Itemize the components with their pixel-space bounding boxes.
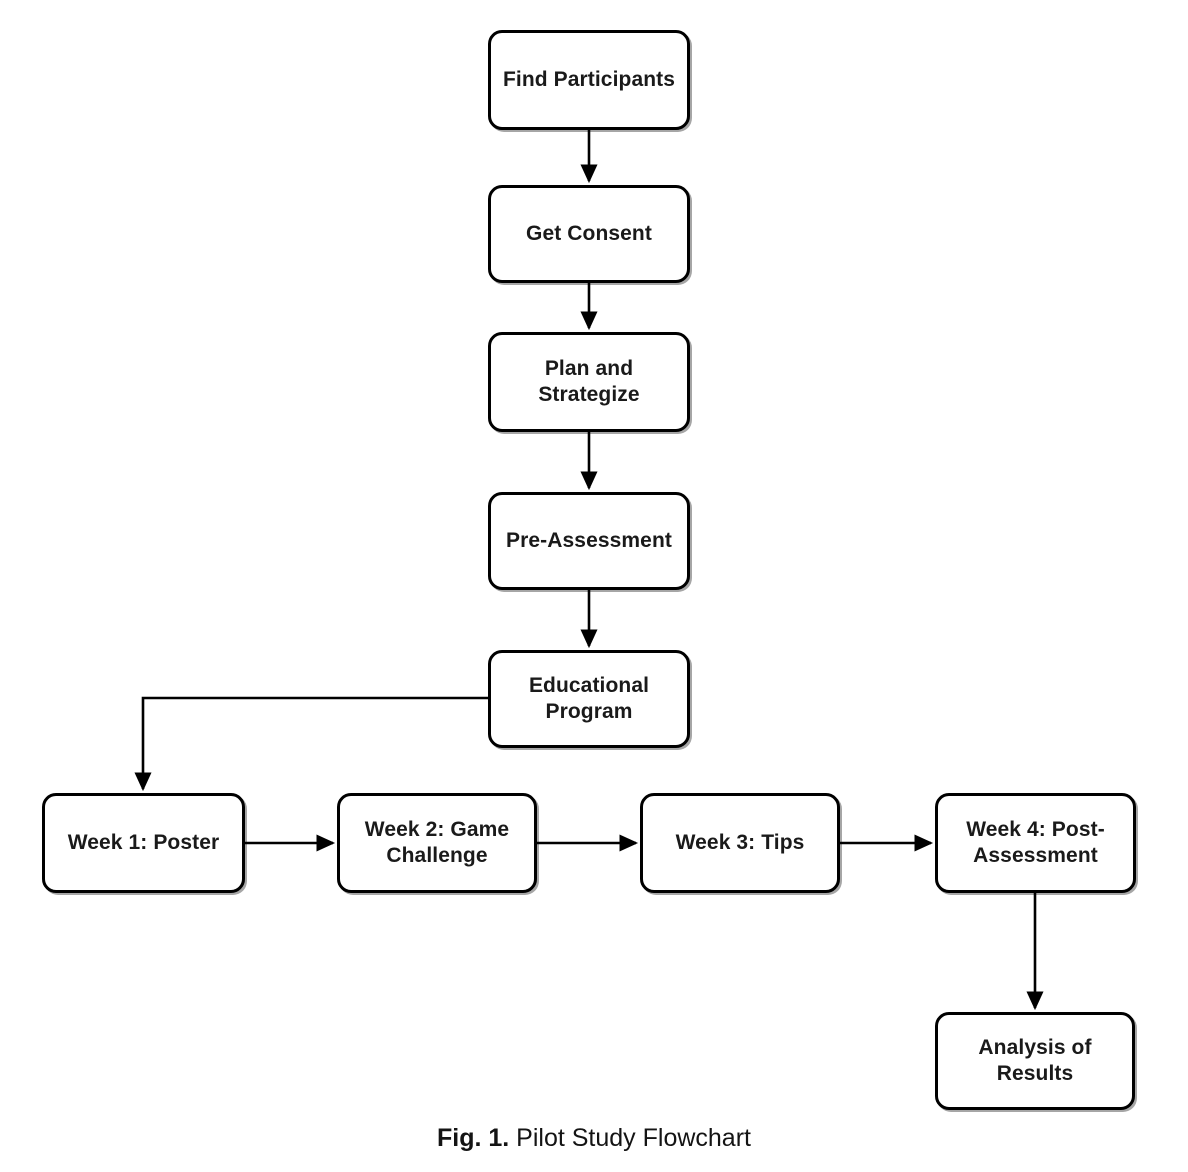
node-get-consent[interactable]: Get Consent: [488, 185, 690, 283]
node-label: Week 1: Poster: [67, 830, 220, 854]
node-week-2-game-challenge[interactable]: Week 2: Game Challenge: [337, 793, 537, 893]
node-week-4-post-assessment[interactable]: Week 4: Post- Assessment: [935, 793, 1136, 893]
edge-educational-program-to-week1: [134, 696, 488, 792]
node-label: Analysis of Results: [978, 1035, 1092, 1085]
node-label: Week 2: Game Challenge: [364, 817, 510, 867]
node-label: Get Consent: [526, 221, 652, 245]
node-label: Educational Program: [528, 673, 650, 723]
node-label: Pre-Assessment: [506, 528, 672, 552]
node-educational-program[interactable]: Educational Program: [488, 650, 690, 748]
node-label: Week 3: Tips: [675, 830, 805, 854]
node-week-3-tips[interactable]: Week 3: Tips: [640, 793, 840, 893]
node-analysis-of-results[interactable]: Analysis of Results: [935, 1012, 1135, 1110]
node-plan-and-strategize[interactable]: Plan and Strategize: [488, 332, 690, 432]
node-find-participants[interactable]: Find Participants: [488, 30, 690, 130]
figure-caption-prefix: Fig. 1.: [436, 1124, 510, 1152]
figure-caption-text: Pilot Study Flowchart: [516, 1124, 751, 1152]
figure-caption: Fig. 1. Pilot Study Flowchart: [0, 1124, 1188, 1153]
node-label: Find Participants: [502, 67, 676, 91]
node-pre-assessment[interactable]: Pre-Assessment: [488, 492, 690, 590]
node-label: Week 4: Post- Assessment: [966, 817, 1105, 867]
node-week-1-poster[interactable]: Week 1: Poster: [42, 793, 245, 893]
node-label: Plan and Strategize: [538, 356, 640, 406]
